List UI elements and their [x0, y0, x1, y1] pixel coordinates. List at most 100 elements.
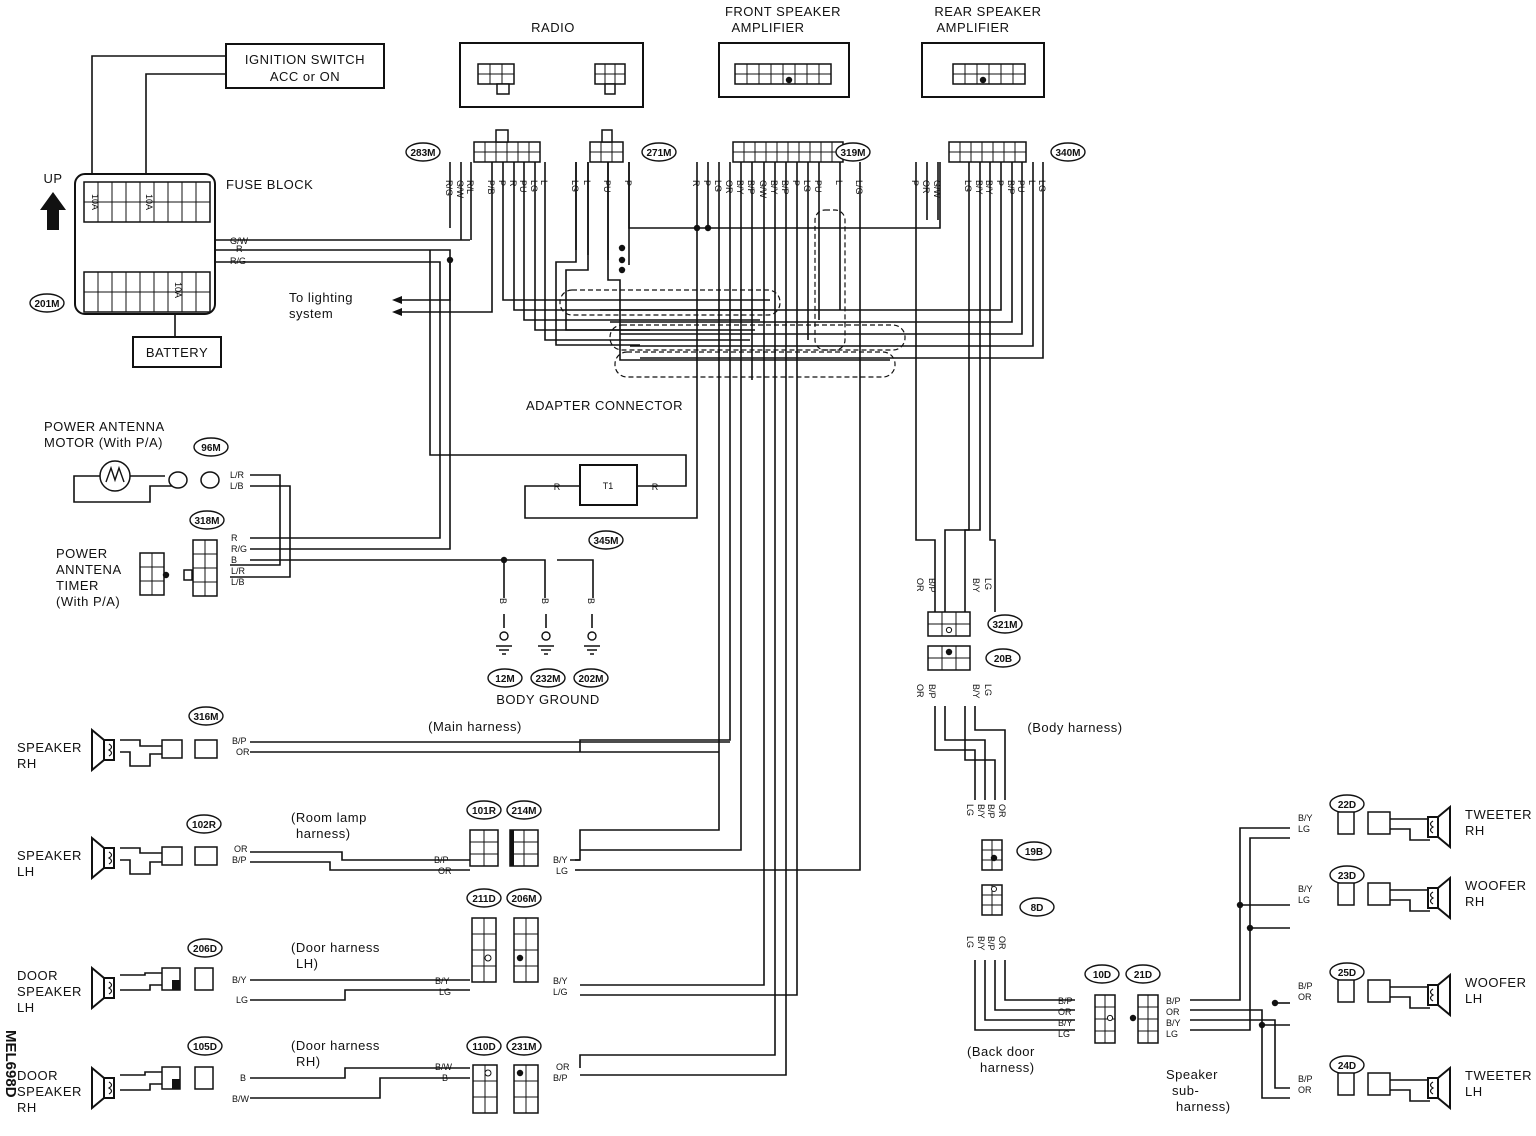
connector-id-oval	[405, 142, 441, 162]
battery-label: BATTERY	[146, 345, 208, 360]
radio-wire-label: PU	[602, 180, 612, 193]
antenna-wire	[230, 485, 291, 578]
connector-102r-female	[194, 846, 218, 866]
connector-id-oval	[466, 1036, 502, 1056]
right-spk-wire-label: B/P	[1298, 981, 1313, 991]
pin-dot	[990, 854, 998, 862]
timer-ground-wire	[557, 559, 594, 598]
amp-pin-dot	[979, 76, 987, 84]
pin-dot	[484, 1069, 492, 1077]
connector-id: 345M	[593, 536, 618, 547]
timer-wire-label: R/G	[231, 544, 247, 554]
connector-316m-female	[194, 739, 218, 759]
connector-id-oval	[466, 888, 502, 908]
room-wire-label: B/P	[434, 855, 449, 865]
connector-id-oval	[987, 614, 1023, 634]
speaker-rh-icon	[91, 727, 115, 773]
rear-spk-wire	[915, 220, 936, 570]
splice-dot	[618, 256, 626, 264]
speaker-label: RH	[1465, 823, 1485, 838]
speaker-label: LH	[1465, 991, 1483, 1006]
speaker-icon	[1427, 972, 1451, 1018]
speaker-cone	[1437, 804, 1451, 850]
speaker-wire	[120, 859, 162, 875]
speaker-label: RH	[1465, 894, 1485, 909]
rear-wire-label: OR	[915, 578, 925, 592]
radio-wire	[565, 162, 650, 331]
speaker-wire	[1390, 828, 1430, 841]
timer-title: POWER	[56, 546, 108, 561]
connector-id: 101R	[472, 806, 497, 817]
connector-id-oval	[588, 530, 624, 550]
speaker-label: TWEETER	[1465, 807, 1532, 822]
speaker-coil	[107, 743, 113, 757]
ground-wire-label: B	[498, 598, 508, 604]
speaker-coil	[107, 981, 113, 995]
up-label: UP	[43, 171, 62, 186]
door-lh-harness-label: (Door harness	[291, 940, 380, 955]
right-spk-wire-label: LG	[1298, 895, 1310, 905]
rear-amp-title: REAR SPEAKER	[934, 4, 1041, 19]
room-lamp-harness-label: harness)	[296, 826, 351, 841]
fuse-block-title: FUSE BLOCK	[226, 177, 313, 192]
ignition-switch-title: IGNITION SWITCH	[245, 52, 365, 67]
door-speaker-rh-label: SPEAKER	[17, 1084, 82, 1099]
connector-id: 96M	[201, 443, 220, 454]
front-spk-wire	[580, 205, 787, 1076]
door-wire	[250, 1067, 470, 1079]
pin-dot	[945, 648, 953, 656]
speaker-cone	[1437, 972, 1451, 1018]
front-amp-title2: AMPLIFIER	[731, 20, 804, 35]
rear-wire	[964, 706, 996, 800]
amp-wire-label: LG	[713, 180, 723, 192]
amp-wire-label: L	[834, 180, 844, 185]
timer-wire-label: L/R	[231, 566, 246, 576]
speaker-wire	[120, 739, 162, 747]
pin-dot	[516, 954, 524, 962]
door-wire-label: LG	[439, 987, 451, 997]
connector-id-oval	[1019, 897, 1055, 917]
ignition-switch-sub: ACC or ON	[270, 69, 340, 84]
amp-wire-label: B/P	[746, 180, 756, 195]
speaker-sub-wire	[1190, 827, 1290, 1001]
door-wire-label: B/Y	[553, 976, 568, 986]
front-spk-wire	[579, 205, 731, 752]
speaker-cone	[91, 835, 105, 881]
connector-female	[1367, 882, 1391, 906]
speaker-wire	[1390, 996, 1430, 1009]
connector-206d-female	[194, 967, 214, 991]
speaker-wire-label: B/P	[232, 855, 247, 865]
rear-amp-wire	[620, 220, 1023, 335]
connector-male	[1337, 1072, 1355, 1096]
rear-wire-label: B/Y	[976, 936, 986, 951]
ground-wire-label: B	[540, 598, 550, 604]
radio-wire-label: P/B	[486, 180, 496, 195]
ignition-wire	[91, 55, 226, 182]
speaker-wire	[120, 847, 162, 854]
amp-wire-label: P	[702, 180, 712, 186]
speaker-lh-label: LH	[17, 864, 35, 879]
door-wire-label: B/W	[232, 1094, 250, 1104]
back-door-harness-label: (Back door	[967, 1044, 1035, 1059]
amp-wire-label: P	[910, 180, 920, 186]
diagram-id: MEL698D	[2, 1030, 19, 1098]
timer-title: TIMER	[56, 578, 99, 593]
amp-wire-label: OR	[921, 180, 931, 194]
speaker-wire	[120, 1083, 162, 1091]
radio-p-wire	[628, 162, 941, 229]
connector-male	[1337, 979, 1355, 1003]
rear-spk-wire	[989, 220, 996, 570]
speaker-icon	[1427, 1065, 1451, 1111]
amp-wire-label: L/G	[854, 180, 864, 195]
connector-id: 105D	[193, 1042, 217, 1053]
speaker-icon	[1427, 875, 1451, 921]
rear-wire	[974, 706, 1006, 800]
connector-96m-female	[200, 471, 220, 489]
connector-id: 19B	[1025, 847, 1043, 858]
rear-wire	[974, 960, 1075, 1031]
speaker-wire	[120, 1071, 162, 1076]
rear-wire-label: B/Y	[976, 804, 986, 819]
door-wire	[250, 989, 470, 1001]
connector-male	[1337, 811, 1355, 835]
fuse-wire-label: G/W	[230, 236, 249, 246]
